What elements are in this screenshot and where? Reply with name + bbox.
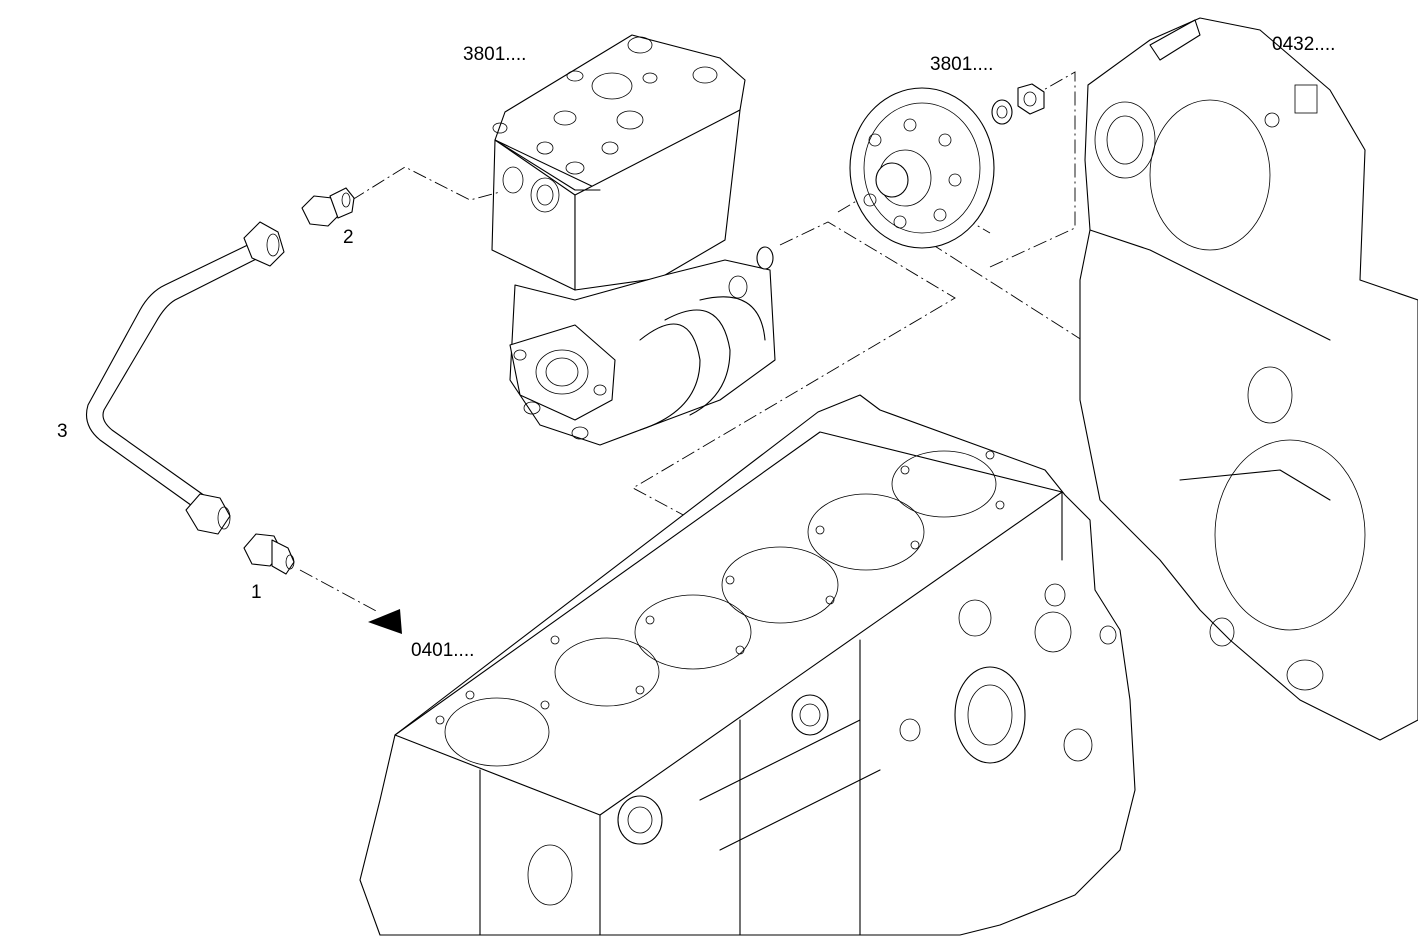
label-item-1: 1 [251,582,262,603]
label-ref-compressor: 3801.... [463,44,526,65]
washer [991,99,1013,125]
label-item-3: 3 [57,421,68,442]
air-compressor [491,34,776,446]
arrow-pointer-icon [368,609,402,634]
nut [1017,83,1045,115]
fitting-item-1 [243,533,295,575]
drive-gear [849,87,995,249]
timing-cover [1079,17,1418,741]
fitting-item-2 [301,187,355,227]
label-ref-engine-block: 0401.... [411,640,474,661]
label-item-2: 2 [343,227,354,248]
label-ref-timing-cover: 0432.... [1272,34,1335,55]
delivery-pipe [85,221,285,535]
label-ref-gear: 3801.... [930,54,993,75]
engine-block [359,394,1136,936]
